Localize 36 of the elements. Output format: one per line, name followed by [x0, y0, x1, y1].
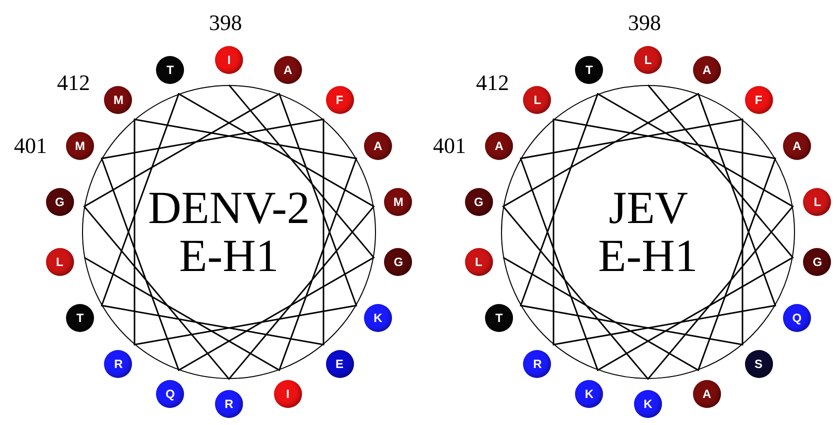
residue-number: 412: [476, 72, 509, 94]
residue-circle: T: [156, 56, 184, 84]
residue-number: 398: [628, 12, 661, 34]
residue-number: 401: [433, 135, 466, 157]
residue-circle: M: [384, 188, 412, 216]
wheel-title: JEV E-H1: [597, 184, 699, 280]
residue-circle: A: [692, 380, 721, 408]
residue-circle: L: [46, 248, 74, 276]
residue-circle: G: [384, 248, 412, 276]
residue-circle: G: [803, 248, 832, 276]
residue-number: 401: [14, 135, 48, 157]
residue-circle: I: [215, 46, 243, 74]
residue-circle: G: [46, 188, 74, 216]
residue-number: 412: [57, 72, 90, 94]
residue-circle: A: [274, 56, 302, 84]
residue-circle: I: [274, 380, 302, 408]
residue-circle: L: [634, 46, 662, 74]
residue-circle: T: [575, 56, 604, 84]
wheel-title: DENV-2 E-H1: [147, 184, 311, 280]
residue-circle: A: [692, 56, 721, 84]
residue-circle: K: [634, 390, 662, 418]
residue-circle: G: [464, 188, 493, 216]
residue-circle: Q: [782, 304, 811, 332]
residue-circle: A: [782, 132, 811, 160]
residue-number: 398: [209, 12, 242, 34]
residue-circle: K: [364, 304, 392, 332]
residue-circle: R: [215, 390, 243, 418]
residue-circle: M: [66, 132, 94, 160]
residue-circle: K: [575, 380, 604, 408]
residue-circle: L: [803, 188, 832, 216]
residue-circle: A: [364, 132, 392, 160]
residue-circle: A: [485, 132, 514, 160]
residue-circle: T: [66, 304, 94, 332]
residue-circle: Q: [156, 380, 184, 408]
residue-circle: L: [464, 248, 493, 276]
residue-circle: T: [485, 304, 514, 332]
